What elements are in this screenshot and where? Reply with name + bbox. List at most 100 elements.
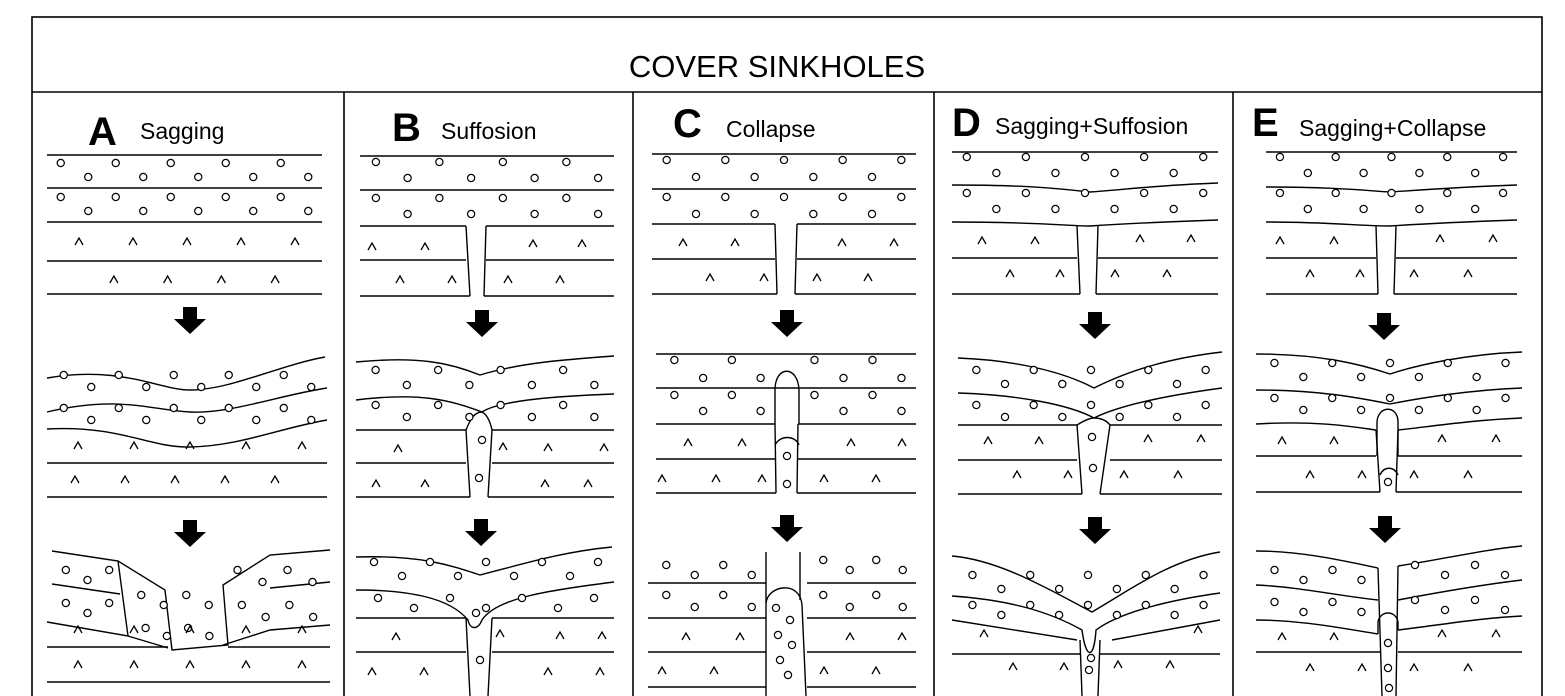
sediment-pebble bbox=[84, 172, 93, 182]
sediment-pebble bbox=[962, 152, 971, 162]
layer-boundary bbox=[1079, 639, 1083, 696]
sediment-pebble bbox=[307, 382, 316, 392]
rock-mark bbox=[420, 241, 430, 251]
sediment-pebble bbox=[565, 571, 575, 581]
layer-boundary bbox=[222, 624, 331, 646]
sediment-pebble bbox=[1443, 188, 1452, 198]
arrow-down-icon bbox=[465, 519, 497, 546]
rock-mark bbox=[74, 236, 84, 246]
sediment-pebble bbox=[1139, 188, 1149, 198]
panel-b-header: B Suffosion bbox=[392, 106, 536, 150]
sediment-pebble bbox=[773, 630, 783, 640]
sediment-pebble bbox=[166, 158, 175, 168]
sediment-pebble bbox=[1199, 570, 1208, 580]
rock-mark bbox=[1165, 659, 1175, 669]
rock-mark bbox=[737, 437, 747, 447]
sediment-pebble bbox=[283, 565, 292, 575]
rock-mark bbox=[871, 665, 881, 675]
sediment-pebble bbox=[445, 593, 455, 603]
panel-letter: E bbox=[1252, 101, 1279, 145]
rock-mark bbox=[1186, 233, 1196, 243]
sediment-pebble bbox=[182, 590, 191, 600]
layer-boundary bbox=[774, 370, 800, 424]
sediment-pebble bbox=[197, 415, 206, 425]
rock-mark bbox=[1409, 662, 1419, 672]
rock-mark bbox=[109, 274, 119, 284]
sediment-pebble bbox=[307, 415, 316, 425]
sediment-pebble bbox=[819, 555, 828, 565]
layer-boundary bbox=[465, 429, 471, 498]
sediment-pebble bbox=[845, 602, 854, 612]
sediment-pebble bbox=[1275, 152, 1285, 162]
sediment-pebble bbox=[997, 610, 1006, 620]
sediment-pebble bbox=[371, 157, 381, 167]
sediment-pebble bbox=[1410, 595, 1420, 605]
panel-label: Sagging+Suffosion bbox=[995, 113, 1188, 139]
sediment-pebble bbox=[169, 370, 178, 380]
layer-boundary bbox=[355, 546, 613, 576]
sediment-pebble bbox=[992, 168, 1001, 178]
sediment-pebble bbox=[1328, 358, 1337, 368]
rock-mark bbox=[129, 440, 139, 450]
sediment-pebble bbox=[779, 192, 789, 202]
sediment-pebble bbox=[867, 209, 877, 219]
sediment-pebble bbox=[1472, 405, 1481, 415]
sediment-pebble bbox=[221, 192, 230, 202]
sediment-pebble bbox=[750, 209, 759, 219]
panel-c-header: C Collapse bbox=[673, 102, 816, 146]
sediment-pebble bbox=[1383, 477, 1393, 487]
rock-mark bbox=[367, 241, 377, 251]
sediment-pebble bbox=[453, 571, 463, 581]
layer-boundary bbox=[1397, 615, 1523, 631]
sediment-pebble bbox=[1000, 379, 1010, 389]
rock-mark bbox=[711, 473, 721, 483]
rock-mark bbox=[730, 237, 740, 247]
rock-mark bbox=[1409, 268, 1419, 278]
sediment-pebble bbox=[1141, 570, 1150, 580]
sediment-pebble bbox=[1299, 405, 1308, 415]
sediment-pebble bbox=[87, 415, 96, 425]
sediment-pebble bbox=[402, 412, 412, 422]
layer-boundary bbox=[46, 356, 326, 391]
layer-boundary bbox=[487, 429, 493, 498]
layer-boundary bbox=[774, 423, 777, 494]
layer-boundary bbox=[127, 635, 169, 649]
sediment-pebble bbox=[1054, 610, 1064, 620]
layer-boundary bbox=[951, 551, 1221, 613]
rock-mark bbox=[897, 437, 907, 447]
sediment-pebble bbox=[1110, 168, 1119, 178]
sediment-pebble bbox=[721, 155, 730, 165]
sediment-pebble bbox=[425, 557, 435, 567]
sediment-pebble bbox=[1144, 365, 1153, 375]
layer-boundary bbox=[355, 355, 615, 376]
rock-mark bbox=[863, 272, 873, 282]
rock-mark bbox=[297, 624, 307, 634]
rock-mark bbox=[1030, 235, 1040, 245]
sediment-pebble bbox=[435, 193, 444, 203]
rock-mark bbox=[241, 440, 251, 450]
sediment-pebble bbox=[530, 209, 539, 219]
sediment-pebble bbox=[1270, 597, 1279, 607]
sediment-pebble bbox=[285, 600, 294, 610]
sediment-pebble bbox=[1470, 595, 1480, 605]
rock-mark bbox=[1357, 662, 1367, 672]
sediment-pebble bbox=[810, 390, 819, 400]
layer-boundary bbox=[483, 225, 487, 297]
rock-mark bbox=[498, 441, 508, 451]
sediment-pebble bbox=[403, 209, 412, 219]
rock-mark bbox=[759, 272, 769, 282]
sediment-pebble bbox=[1299, 607, 1308, 617]
rock-mark bbox=[182, 236, 192, 246]
sediment-pebble bbox=[159, 600, 168, 610]
layer-boundary bbox=[1265, 219, 1518, 227]
sediment-pebble bbox=[1026, 600, 1035, 610]
sediment-pebble bbox=[1501, 358, 1510, 368]
sediment-pebble bbox=[838, 192, 847, 202]
sediment-pebble bbox=[1331, 152, 1340, 162]
rock-mark bbox=[270, 274, 280, 284]
sediment-pebble bbox=[204, 600, 213, 610]
sediment-pebble bbox=[1383, 638, 1393, 648]
sediment-pebble bbox=[142, 382, 151, 392]
rock-mark bbox=[1143, 433, 1153, 443]
sediment-pebble bbox=[114, 403, 123, 413]
